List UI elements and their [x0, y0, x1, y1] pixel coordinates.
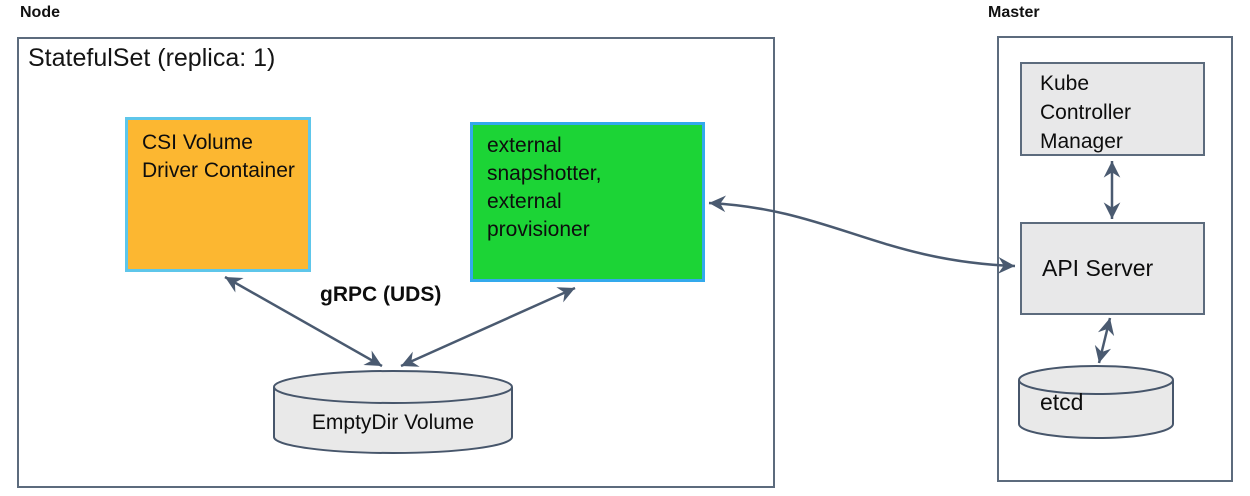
emptydir-volume-label: EmptyDir Volume — [311, 411, 475, 434]
api-server-label: API Server — [1042, 255, 1154, 282]
grpc-uds-label: gRPC (UDS) — [320, 283, 442, 306]
kube-controller-manager-box: Kube Controller Manager — [1020, 62, 1205, 156]
kube-controller-manager-label: Kube Controller Manager — [1040, 72, 1132, 153]
csi-volume-driver-container-label: CSI Volume Driver Container — [142, 131, 295, 182]
node-section-label: Node — [20, 4, 60, 21]
master-section-label: Master — [988, 4, 1040, 21]
etcd-label: etcd — [1040, 389, 1084, 415]
api-server-box: API Server — [1020, 222, 1205, 315]
csi-volume-driver-container-box: CSI Volume Driver Container — [125, 117, 311, 272]
statefulset-title: StatefulSet (replica: 1) — [28, 44, 276, 72]
external-snapshotter-provisioner-label: external snapshotter, external provision… — [487, 134, 602, 241]
external-snapshotter-provisioner-box: external snapshotter, external provision… — [470, 122, 705, 282]
